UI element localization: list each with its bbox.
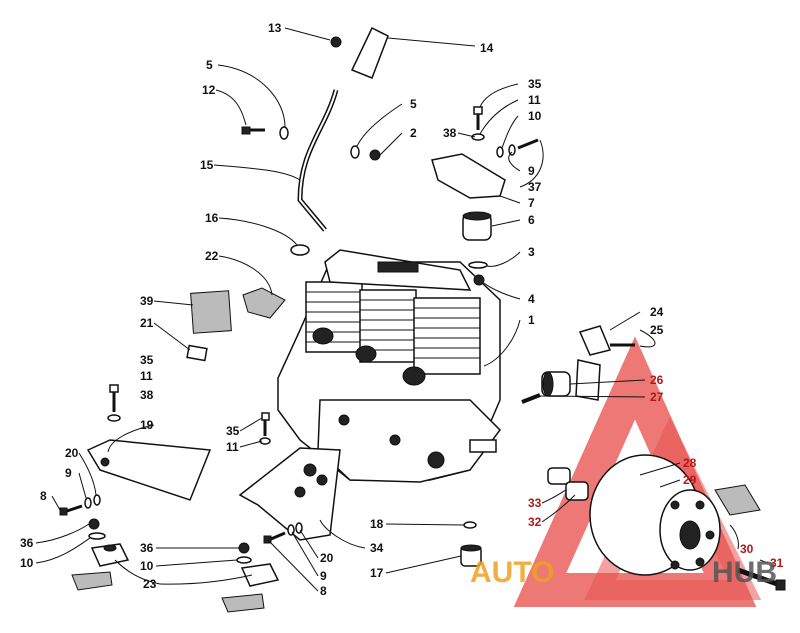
callout-5: 5 <box>410 97 417 111</box>
left-mount <box>59 384 212 591</box>
callout-23: 23 <box>143 577 157 591</box>
watermark-text-right: HUB <box>712 556 777 589</box>
callout-28: 28 <box>683 456 697 470</box>
callout-9: 9 <box>320 569 327 583</box>
callout-6: 6 <box>528 213 535 227</box>
callout-16: 16 <box>205 211 219 225</box>
center-mount <box>221 412 341 613</box>
callout-12: 12 <box>202 83 216 97</box>
callout-3: 3 <box>528 245 535 259</box>
callout-18: 18 <box>370 517 384 531</box>
callout-21: 21 <box>140 316 154 330</box>
callout-9: 9 <box>65 466 72 480</box>
cylinder-3 <box>413 297 481 375</box>
callout-15: 15 <box>200 158 214 172</box>
callout-13: 13 <box>268 21 282 35</box>
callout-33: 33 <box>528 496 542 510</box>
callout-35: 35 <box>528 77 542 91</box>
callout-2: 2 <box>410 126 417 140</box>
callout-32: 32 <box>528 515 542 529</box>
callout-35: 35 <box>226 424 240 438</box>
labels-gaskets <box>186 287 286 362</box>
callout-27: 27 <box>650 390 664 404</box>
watermark-text: AUTO HUB <box>470 556 777 589</box>
callout-1: 1 <box>528 313 535 327</box>
callout-17: 17 <box>370 566 384 580</box>
callout-35: 35 <box>140 353 154 367</box>
callout-37: 37 <box>528 180 542 194</box>
callout-22: 22 <box>205 249 219 263</box>
callout-10: 10 <box>528 109 542 123</box>
engine-block <box>277 249 501 483</box>
watermark-text-left: AUTO <box>470 556 554 589</box>
callout-34: 34 <box>370 541 384 555</box>
callout-36: 36 <box>140 541 154 555</box>
callout-11: 11 <box>528 93 541 107</box>
callout-31: 31 <box>770 556 784 570</box>
callout-7: 7 <box>528 196 535 210</box>
callout-8: 8 <box>40 489 47 503</box>
callout-14: 14 <box>480 41 494 55</box>
callout-4: 4 <box>528 292 535 306</box>
callout-11: 11 <box>226 440 239 454</box>
callout-24: 24 <box>650 305 664 319</box>
callout-30: 30 <box>740 542 754 556</box>
callout-20: 20 <box>65 446 79 460</box>
oil-tube-assembly <box>290 26 389 256</box>
callout-26: 26 <box>650 373 664 387</box>
callout-11: 11 <box>140 369 153 383</box>
callout-39: 39 <box>140 294 154 308</box>
callout-38: 38 <box>140 388 154 402</box>
callout-9: 9 <box>528 164 535 178</box>
callout-10: 10 <box>140 559 154 573</box>
right-mount <box>431 106 539 286</box>
clutch-assembly <box>521 325 786 591</box>
callout-8: 8 <box>320 584 327 598</box>
top-fasteners <box>241 126 381 161</box>
callout-5: 5 <box>206 58 213 72</box>
callout-36: 36 <box>20 536 34 550</box>
callout-29: 29 <box>683 473 697 487</box>
callout-25: 25 <box>650 323 664 337</box>
callout-20: 20 <box>320 551 334 565</box>
cylinder-1 <box>305 281 363 353</box>
leader-lines <box>35 27 769 592</box>
callout-19: 19 <box>140 418 154 432</box>
callout-10: 10 <box>20 556 34 570</box>
callout-38: 38 <box>443 126 457 140</box>
